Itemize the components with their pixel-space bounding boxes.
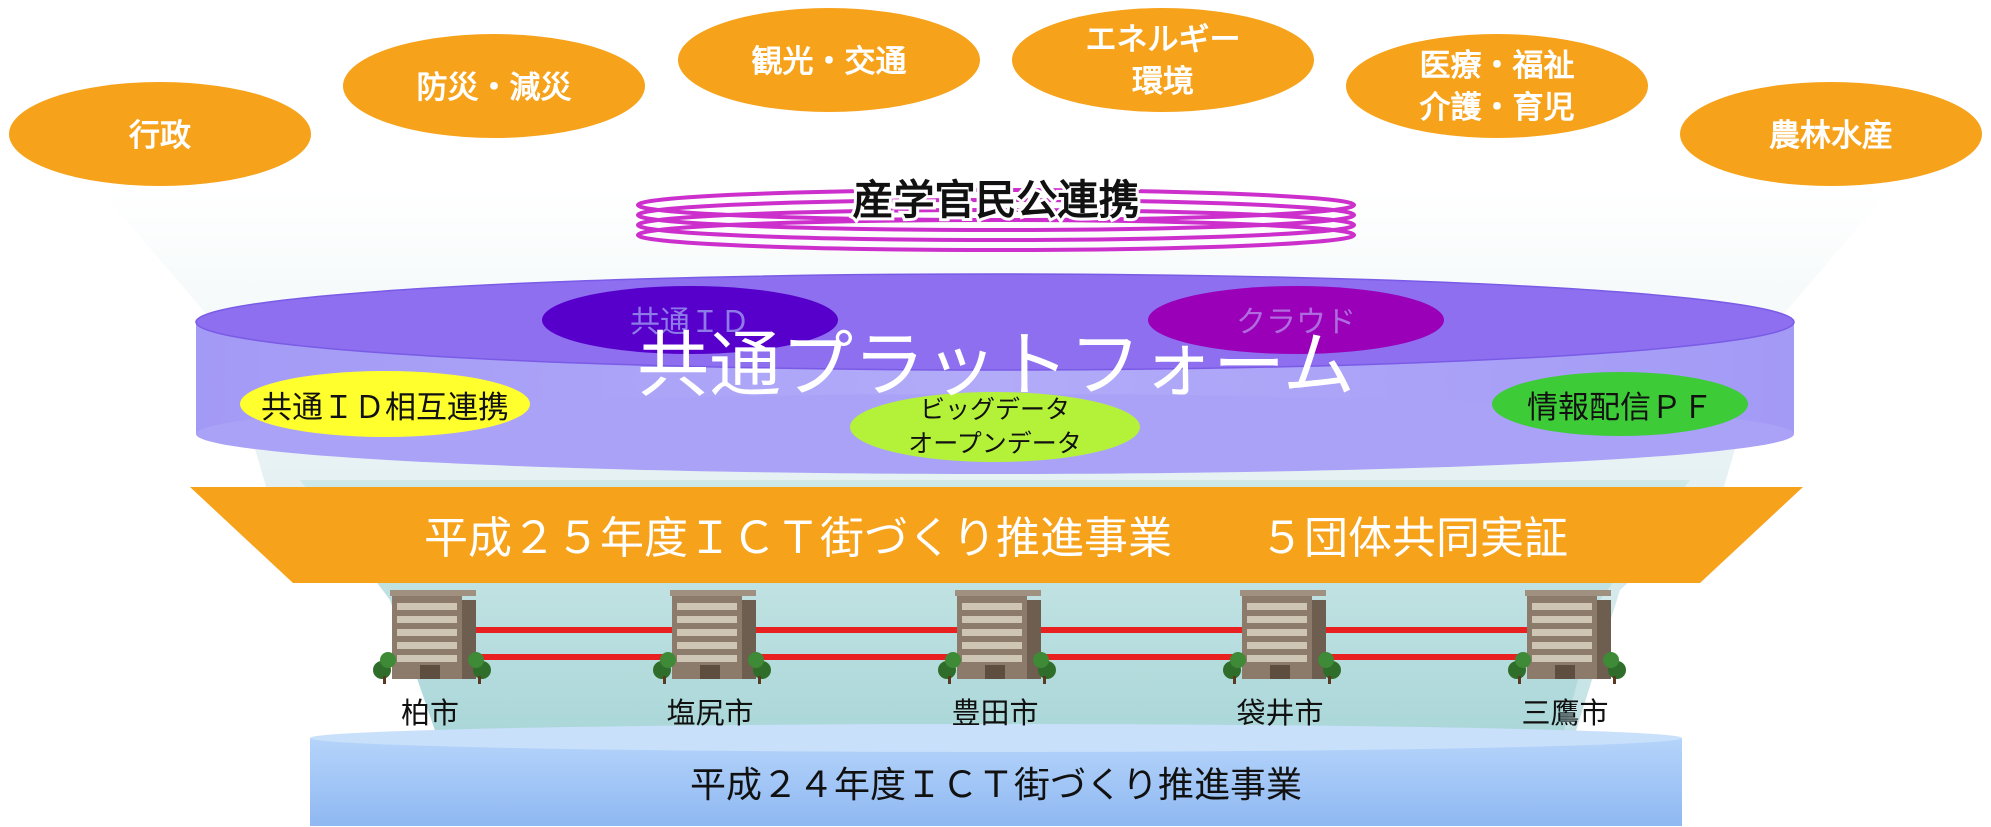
sector-label: 防災・減災 (417, 70, 573, 106)
sector-label: 農林水産 (1769, 118, 1893, 154)
city-item: 柏市 (373, 590, 491, 730)
city-label: 三鷹市 (1521, 696, 1608, 730)
common-platform (195, 273, 1795, 474)
info-pf-disc (1492, 372, 1748, 436)
sector-agriculture (1680, 82, 1982, 186)
city-item: 豊田市 (938, 590, 1056, 730)
sector-label: 介護・育児 (1419, 90, 1575, 126)
cities-row: 柏市 塩尻市 豊田市 袋井市 三鷹市 (373, 590, 1626, 730)
sector-tourism-transport (678, 8, 980, 112)
sector-label: 行政 (128, 118, 191, 154)
sector-label: 観光・交通 (752, 44, 907, 80)
project-2012-base (310, 724, 1682, 826)
sector-energy-environment (1012, 8, 1314, 112)
building-icon (373, 590, 491, 684)
city-label: 塩尻市 (666, 696, 753, 730)
city-label: 豊田市 (951, 696, 1038, 730)
city-label: 柏市 (401, 696, 459, 730)
sector-medical-childcare (1346, 34, 1648, 138)
city-item: 三鷹市 (1508, 590, 1626, 730)
id-link-disc (240, 371, 530, 437)
sector-disaster-prevention (343, 34, 645, 138)
platform-title: 共通プラットフォーム (637, 323, 1355, 407)
bigdata-disc (850, 392, 1140, 462)
cloud-disc (1148, 286, 1444, 354)
collaboration-rings (636, 188, 1356, 252)
sector-administration (9, 82, 311, 186)
project-2012-label: 平成２４年度ＩＣＴ街づくり推進事業 (690, 765, 1302, 806)
collaboration-label: 産学官民公連携 (853, 176, 1140, 224)
city-item: 塩尻市 (653, 590, 771, 730)
city-label: 袋井市 (1236, 696, 1323, 730)
common-id-label: 共通ＩＤ (630, 305, 750, 340)
common-id-disc (542, 286, 838, 354)
project-2013-band (190, 487, 1803, 583)
sector-label: エネルギー (1086, 22, 1241, 58)
id-link-label: 共通ＩＤ相互連携 (261, 390, 509, 426)
bigdata-label: ビッグデータ (920, 395, 1070, 424)
project-2013-label: 平成２５年度ＩＣＴ街づくり推進事業 ５団体共同実証 (424, 513, 1568, 564)
city-item: 袋井市 (1223, 590, 1341, 730)
sector-label: 医療・福祉 (1420, 48, 1575, 84)
opendata-label: オープンデータ (908, 429, 1082, 458)
cloud-label: クラウド (1236, 305, 1356, 340)
info-pf-label: 情報配信ＰＦ (1527, 390, 1713, 426)
sector-ellipses (9, 8, 1982, 186)
sector-label: 環境 (1132, 64, 1194, 100)
